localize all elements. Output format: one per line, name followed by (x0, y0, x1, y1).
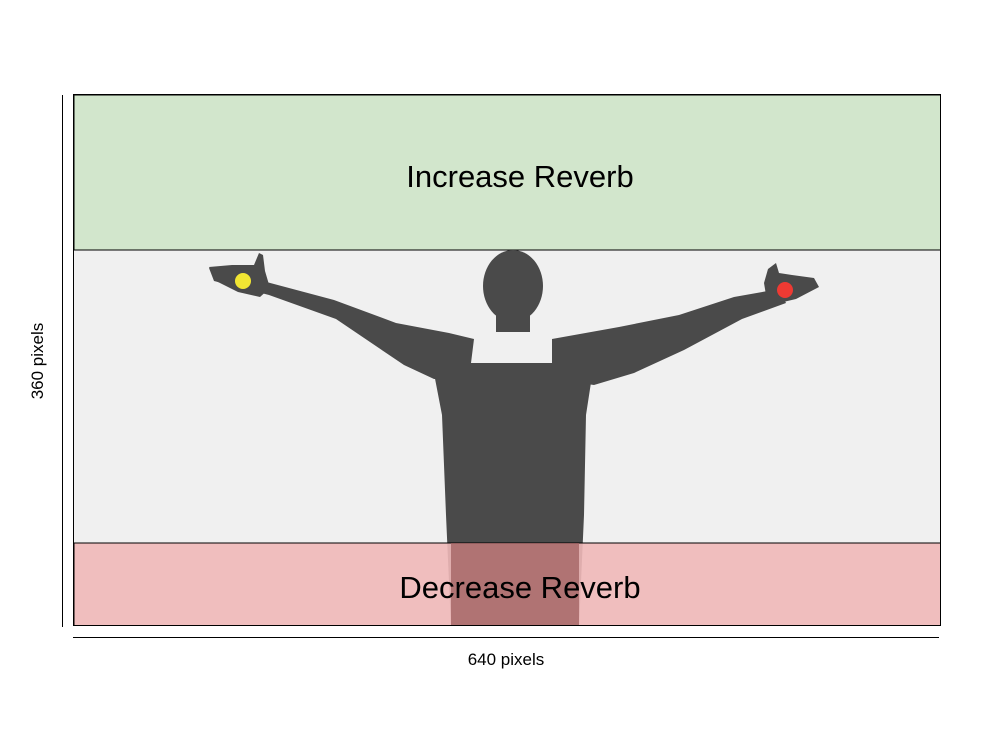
width-dimension-line (73, 637, 939, 638)
silhouette-leg-overlay (451, 543, 579, 625)
camera-frame: Increase Reverb Decrease Reverb (73, 94, 941, 626)
decrease-reverb-label: Decrease Reverb (399, 570, 640, 605)
silhouette-right-arm (552, 289, 786, 385)
reverb-zones-diagram: Increase Reverb Decrease Reverb (74, 95, 940, 625)
silhouette-left-arm (209, 268, 474, 379)
silhouette-head (483, 250, 543, 322)
left-hand-marker (235, 273, 251, 289)
width-dimension-label: 640 pixels (467, 650, 545, 669)
increase-reverb-zone (74, 95, 940, 251)
silhouette-neck (496, 310, 530, 332)
height-dimension-line (62, 95, 63, 627)
increase-reverb-label: Increase Reverb (406, 159, 633, 194)
right-hand-marker (777, 282, 793, 298)
height-dimension-label: 360 pixels (28, 322, 47, 400)
